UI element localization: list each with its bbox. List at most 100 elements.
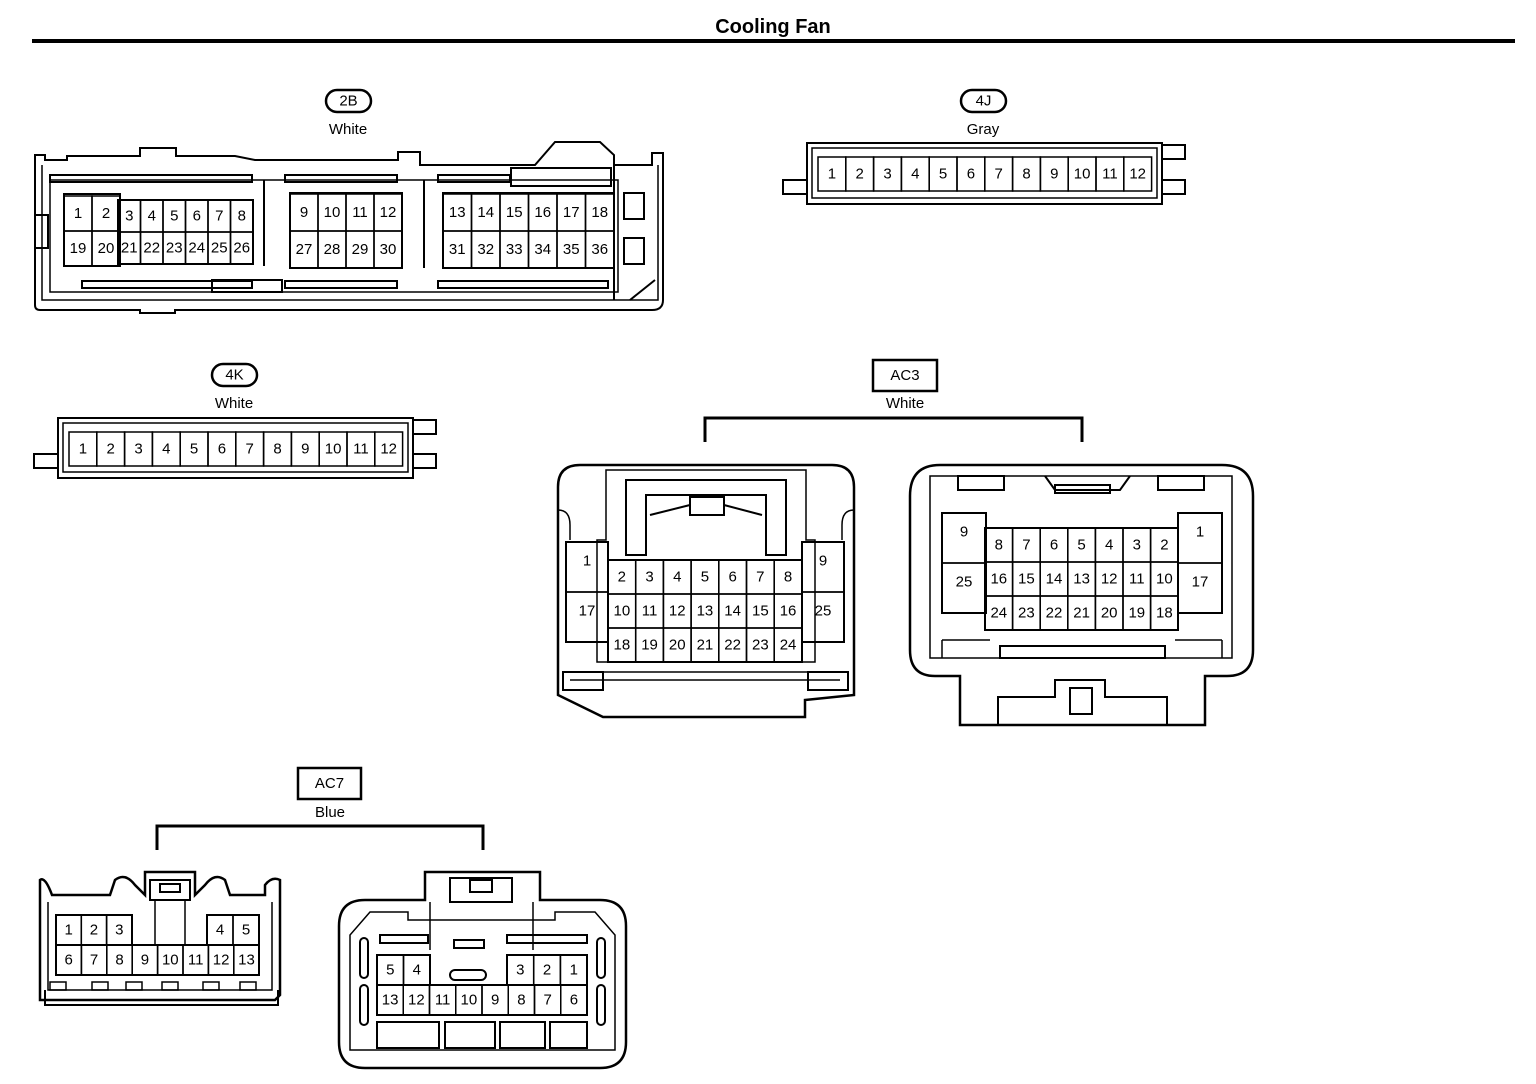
pin-number: 19 (1128, 605, 1145, 622)
pin-number: 35 (563, 241, 580, 258)
latch-slot (957, 475, 1005, 491)
pin-number: 11 (642, 603, 658, 620)
pin-cell (1149, 595, 1179, 631)
pin-number: 23 (752, 637, 769, 654)
connector-4j: 4J Gray (782, 88, 1186, 205)
bracket-ac7 (155, 824, 485, 850)
pin-number: 3 (883, 166, 891, 183)
latch-bar (284, 174, 398, 183)
pin-number: 5 (190, 441, 198, 458)
latch-left (782, 179, 808, 195)
housing-2b-detail (613, 165, 656, 301)
foot-slot (91, 981, 109, 991)
housing-2b-core (49, 179, 619, 293)
foot (807, 671, 849, 691)
pin-number: 17 (1192, 574, 1209, 591)
side-slot (596, 984, 606, 1026)
pin-number: 5 (701, 569, 709, 586)
foot-slot (161, 981, 179, 991)
code-4k: 4K (225, 367, 243, 384)
pin-cell (233, 944, 260, 976)
lock-ac3-right (1069, 687, 1093, 715)
latch-block (510, 167, 612, 187)
pin-number: 11 (435, 992, 451, 1009)
housing-ac7-right (337, 870, 628, 1070)
connector-ac3: AC3 White (556, 358, 1255, 727)
pin-number: 16 (534, 204, 551, 221)
side-detail (557, 509, 855, 540)
pin-number: 21 (121, 240, 138, 257)
pin-number: 2 (618, 569, 626, 586)
pin-number: 11 (1129, 571, 1145, 588)
pin-number: 13 (1073, 571, 1090, 588)
pin-number: 9 (819, 553, 827, 570)
pin-number: 36 (591, 241, 608, 258)
pin-number: 14 (1046, 571, 1063, 588)
pin-number: 14 (724, 603, 741, 620)
pin-number: 10 (324, 204, 341, 221)
pin-number: 12 (1129, 166, 1146, 183)
pin-cell (773, 627, 803, 663)
pin-number: 4 (1105, 537, 1113, 554)
tag-2b (324, 88, 373, 114)
pin-number: 7 (90, 952, 98, 969)
pin-number: 12 (408, 992, 425, 1009)
pin-number: 7 (215, 208, 223, 225)
pin-number: 6 (728, 569, 736, 586)
lock-ac7-right (469, 879, 493, 893)
color-4k: White (215, 395, 253, 412)
housing-4k (57, 417, 414, 479)
pin-number: 14 (477, 204, 494, 221)
pin-number: 1 (828, 166, 836, 183)
pin-number: 1 (64, 922, 72, 939)
pin-number: 12 (1101, 571, 1118, 588)
lock-ac7-right (449, 877, 513, 903)
lock-arm (649, 504, 763, 516)
pin-number: 2 (856, 166, 864, 183)
pin-number: 28 (324, 241, 341, 258)
code-ac7: AC7 (315, 775, 344, 792)
foot-slot (239, 981, 257, 991)
pin-number: 1 (570, 962, 578, 979)
pin-number: 7 (246, 441, 254, 458)
pin-number: 4 (413, 962, 421, 979)
pin-number: 2 (107, 441, 115, 458)
pin-number: 10 (1156, 571, 1173, 588)
pin-number: 16 (780, 603, 797, 620)
side-slot (359, 984, 369, 1026)
latch-bar (437, 174, 511, 183)
foot (562, 671, 604, 691)
pin-number: 1 (74, 205, 82, 222)
pin-number: 13 (382, 992, 399, 1009)
pin-number: 4 (162, 441, 170, 458)
latch-left (33, 453, 59, 469)
pin-cell (1123, 156, 1153, 192)
pin-number: 22 (1046, 605, 1063, 622)
pin-number: 25 (956, 574, 973, 591)
pin-number: 5 (242, 922, 250, 939)
latch-block (623, 192, 645, 220)
pin-number: 24 (188, 240, 205, 257)
pin-number: 2 (90, 922, 98, 939)
pin-number: 11 (188, 952, 204, 969)
pin-number: 22 (724, 637, 741, 654)
pin-number: 4 (673, 569, 681, 586)
pin-number: 5 (939, 166, 947, 183)
pin-cell (584, 230, 615, 269)
pin-number: 19 (70, 240, 87, 257)
pin-number: 9 (301, 441, 309, 458)
pin-number: 4 (148, 208, 156, 225)
pin-number: 9 (491, 992, 499, 1009)
latch-bar (49, 174, 253, 183)
pin-number: 5 (1077, 537, 1085, 554)
latch-right (412, 453, 437, 469)
tag-ac7 (296, 766, 363, 801)
pin-number: 25 (815, 603, 832, 620)
pin-number: 13 (238, 952, 255, 969)
connector-ac7-right (337, 870, 628, 1070)
housing-4j-inner (811, 147, 1158, 199)
pin-number: 20 (669, 637, 686, 654)
lock-ac7-left (159, 883, 181, 893)
housing-ac3-left-inner (596, 469, 816, 663)
pin-cell (229, 231, 254, 265)
